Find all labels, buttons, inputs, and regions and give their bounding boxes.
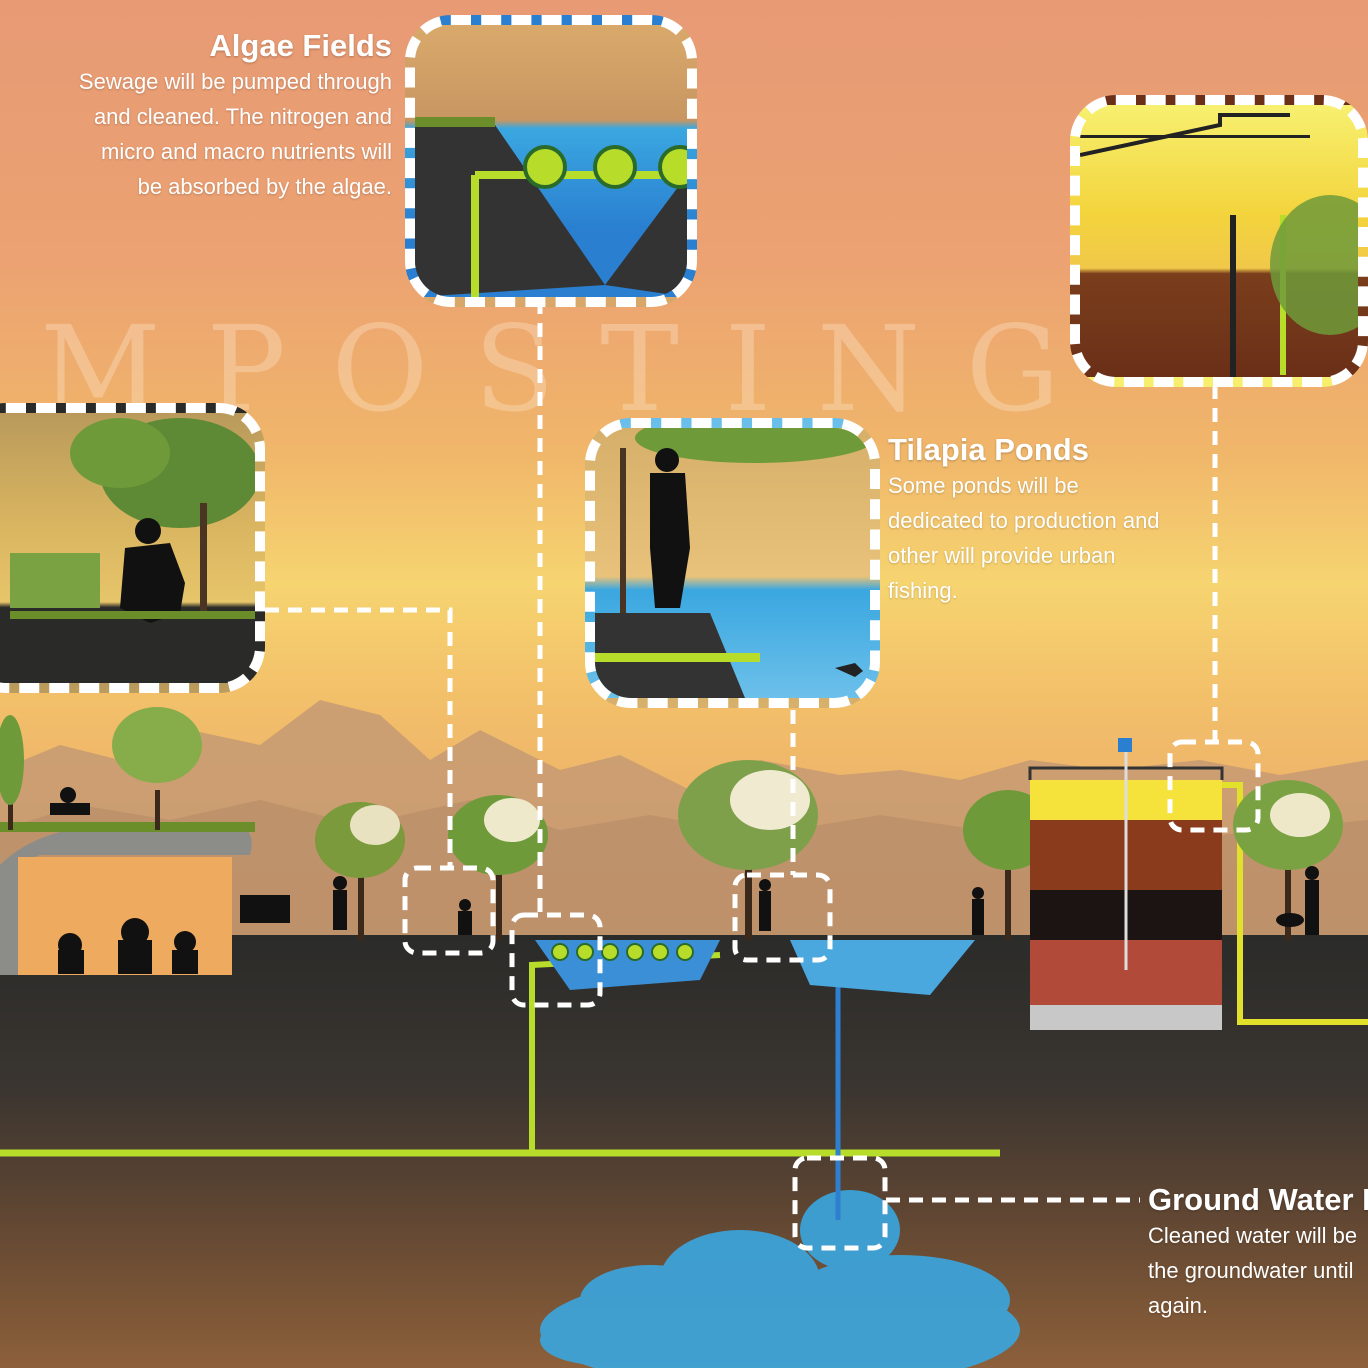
groundwater-plume [540, 1190, 1020, 1368]
watermark-letter: T [600, 300, 679, 438]
ground-water-description-line: the groundwater until [1148, 1258, 1354, 1283]
algae-fields-description-line: Sewage will be pumped through [78, 69, 392, 94]
roof-garden-inset [0, 403, 265, 693]
watermark-letter: G [965, 300, 1060, 438]
watermark-letter: O [331, 300, 429, 438]
tilapia-ponds-description-line: fishing. [888, 578, 958, 603]
tilapia-ponds-label: Tilapia Ponds Some ponds will be dedicat… [888, 432, 1188, 608]
algae-fields-inset [405, 15, 697, 307]
algae-fields-description-line: and cleaned. The nitrogen and [93, 104, 392, 129]
algae-pods [551, 943, 694, 961]
algae-fields-description-line: be absorbed by the algae. [137, 174, 392, 199]
algae-fields-detail [415, 117, 687, 297]
biogas-digester-tank [1028, 738, 1224, 1030]
roof-garden-detail [10, 418, 255, 623]
watermark-letter: I [724, 300, 772, 438]
ground-water-description-line: Cleaned water will be [1148, 1223, 1358, 1248]
watermark-letter: N [816, 300, 921, 438]
ground-water-description-line: again. [1148, 1293, 1208, 1318]
trees [0, 707, 1343, 940]
dashed-focus-boxes [402, 739, 1261, 1251]
earth-shelter [0, 822, 255, 975]
tilapia-ponds-detail [595, 428, 870, 698]
tilapia-pond [790, 940, 975, 995]
digester-inset [1070, 95, 1368, 387]
ground-water-title: Ground Water R [1148, 1182, 1368, 1217]
digester-detail [1080, 113, 1358, 377]
algae-fields-title: Algae Fields [209, 28, 392, 63]
dashed-connectors [265, 300, 1218, 1203]
ground-water-label: Ground Water R Cleaned water will be the… [1148, 1182, 1368, 1323]
tilapia-ponds-description-line: dedicated to production and [888, 508, 1160, 533]
tilapia-ponds-title: Tilapia Ponds [888, 432, 1089, 467]
people-silhouettes [50, 787, 1319, 935]
tilapia-ponds-description-line: Some ponds will be [888, 473, 1079, 498]
green-pipe [1222, 782, 1368, 1025]
algae-fields-label: Algae Fields Sewage will be pumped throu… [60, 28, 392, 204]
algae-fields-description-line: micro and macro nutrients will [101, 139, 392, 164]
tilapia-ponds-description-line: other will provide urban [888, 543, 1116, 568]
tilapia-ponds-inset [585, 418, 880, 708]
